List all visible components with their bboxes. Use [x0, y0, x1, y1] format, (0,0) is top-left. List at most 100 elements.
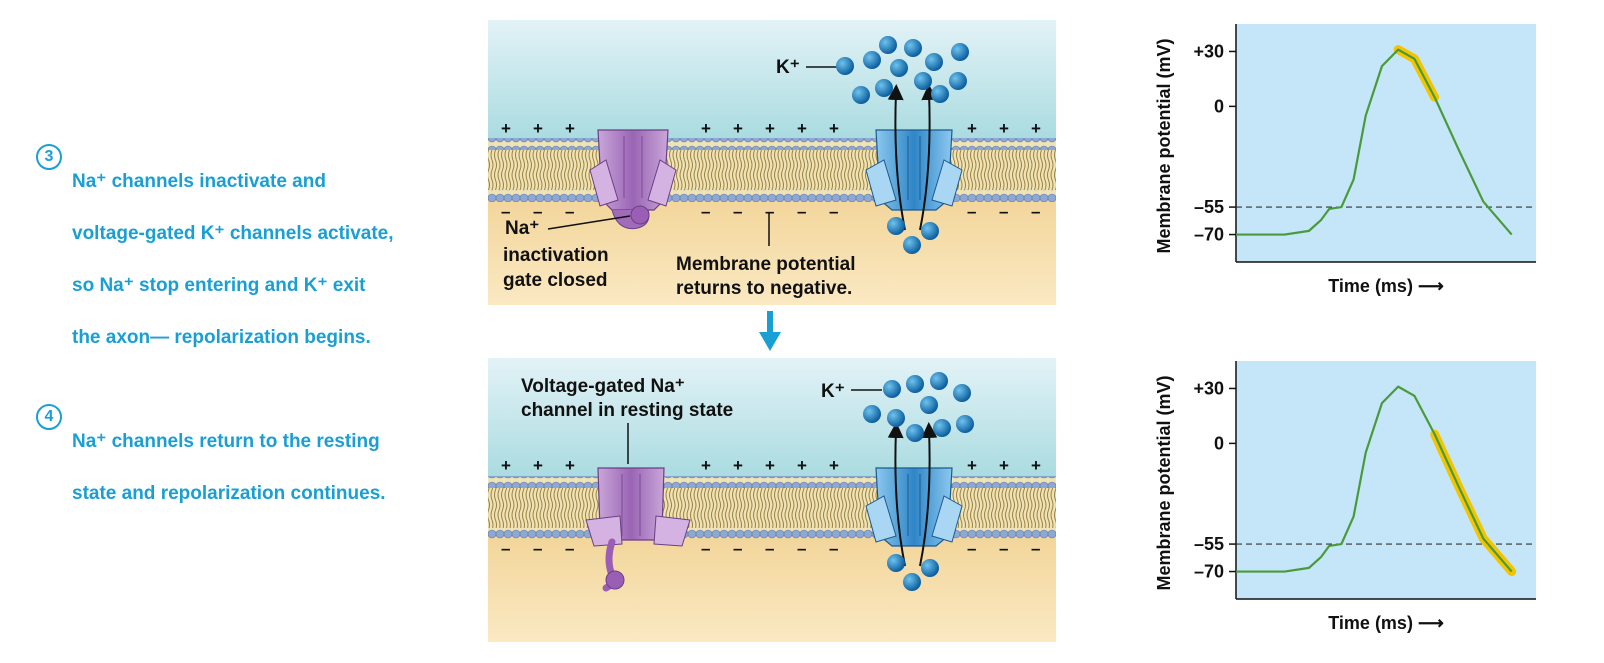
svg-text:+: +: [1031, 456, 1041, 475]
svg-text:–: –: [797, 539, 806, 558]
na-label: Na⁺: [505, 218, 539, 239]
lipid-heads-top: [488, 476, 1056, 488]
panel-3: + + + + + + + + + + + – – – – – – – – – – –: [488, 20, 1056, 305]
svg-text:–: –: [1031, 539, 1040, 558]
x-axis-label: Time (ms) ⟶: [1328, 276, 1444, 296]
step-4-text: Na⁺ channels return to the resting state…: [72, 403, 492, 533]
y-tick-label: +30: [1193, 378, 1224, 398]
transition-arrow: [759, 311, 781, 351]
svg-text:+: +: [967, 119, 977, 138]
step-4-line: Na⁺ channels return to the resting: [72, 431, 380, 452]
svg-text:–: –: [1031, 202, 1040, 221]
panel-4: +++ +++++ +++ ––– ––––– –––: [488, 358, 1056, 642]
svg-text:–: –: [501, 202, 510, 221]
svg-text:+: +: [797, 456, 807, 475]
positive-charges: +++ +++++ +++: [501, 456, 1041, 475]
step-3-line: voltage-gated K⁺ channels activate,: [72, 223, 394, 244]
membrane-label-1: Membrane potential: [676, 254, 855, 275]
step-3-text: Na⁺ channels inactivate and voltage-gate…: [72, 143, 492, 377]
svg-text:–: –: [533, 539, 542, 558]
svg-text:–: –: [967, 539, 976, 558]
svg-text:+: +: [733, 456, 743, 475]
svg-text:–: –: [701, 539, 710, 558]
svg-text:+: +: [1031, 119, 1041, 138]
action-potential-trace: [1236, 385, 1513, 573]
gate-label-2: gate closed: [503, 270, 608, 291]
step-4-line: state and repolarization continues.: [72, 483, 386, 504]
membrane-potential-graph-step-4: +30 0 –55 –70 Membrane potential (mV) Time …: [1154, 361, 1536, 633]
svg-text:+: +: [765, 456, 775, 475]
svg-text:+: +: [701, 119, 711, 138]
svg-text:–: –: [501, 539, 510, 558]
intracellular-fluid: [488, 198, 1056, 305]
svg-text:+: +: [829, 119, 839, 138]
na-label-leader: [547, 215, 631, 230]
svg-text:–: –: [565, 539, 574, 558]
gate-label-1: inactivation: [503, 245, 609, 266]
svg-text:+: +: [501, 119, 511, 138]
k-ions: [863, 372, 974, 591]
step-3-line: the axon— repolarization begins.: [72, 327, 371, 348]
svg-text:–: –: [765, 539, 774, 558]
svg-text:+: +: [565, 456, 575, 475]
x-axis-label: Time (ms) ⟶: [1328, 613, 1444, 633]
k-ions: [836, 36, 969, 254]
y-tick-label: –70: [1194, 562, 1224, 582]
graph-background: [1236, 24, 1536, 262]
y-tick-label: –70: [1194, 225, 1224, 245]
svg-text:+: +: [701, 456, 711, 475]
svg-text:–: –: [565, 202, 574, 221]
lipid-heads-top: [488, 138, 1056, 150]
svg-text:+: +: [501, 456, 511, 475]
y-tick-label: 0: [1214, 433, 1224, 453]
svg-text:+: +: [797, 119, 807, 138]
svg-text:–: –: [765, 202, 774, 221]
svg-text:+: +: [565, 119, 575, 138]
svg-text:+: +: [999, 119, 1009, 138]
lipid-tails: [488, 488, 1056, 528]
graph-background: [1236, 361, 1536, 599]
svg-text:–: –: [533, 202, 542, 221]
svg-text:–: –: [733, 539, 742, 558]
svg-text:+: +: [533, 119, 543, 138]
svg-text:–: –: [967, 202, 976, 221]
step-3-line: so Na⁺ stop entering and K⁺ exit: [72, 275, 366, 296]
svg-text:–: –: [797, 202, 806, 221]
k-channel-open: [865, 422, 963, 567]
svg-text:+: +: [733, 119, 743, 138]
svg-text:+: +: [533, 456, 543, 475]
svg-text:–: –: [733, 202, 742, 221]
negative-charges: ––– ––––– –––: [501, 539, 1040, 558]
membrane-potential-graph-step-3: +30 0 –55 –70 Membrane potential (mV) Time …: [1154, 24, 1536, 296]
y-tick-label: –55: [1194, 197, 1224, 217]
svg-text:–: –: [999, 202, 1008, 221]
positive-charges: + + + + + + + + + + +: [501, 119, 1041, 138]
y-tick-label: –55: [1194, 534, 1224, 554]
step-3-line: Na⁺ channels inactivate and: [72, 171, 326, 192]
k-label: K⁺: [821, 381, 845, 402]
lipid-heads-bottom: [488, 190, 1056, 202]
lipid-tails: [488, 150, 1056, 190]
svg-text:+: +: [967, 456, 977, 475]
channel-label-2: channel in resting state: [521, 400, 733, 421]
y-axis-label: Membrane potential (mV): [1154, 375, 1174, 590]
svg-text:+: +: [829, 456, 839, 475]
y-axis-label: Membrane potential (mV): [1154, 38, 1174, 253]
k-channel-open: [865, 84, 963, 231]
svg-text:–: –: [999, 539, 1008, 558]
y-tick-label: 0: [1214, 96, 1224, 116]
step-3-number: 3: [36, 144, 62, 170]
svg-text:–: –: [701, 202, 710, 221]
channel-label-1: Voltage-gated Na⁺: [521, 376, 685, 397]
svg-text:–: –: [829, 539, 838, 558]
k-label: K⁺: [776, 57, 800, 78]
action-potential-trace: [1236, 48, 1513, 236]
svg-text:+: +: [765, 119, 775, 138]
na-channel-inactivated: [589, 129, 677, 230]
na-channel-resting: [585, 467, 691, 592]
negative-charges: ––– ––––– –––: [501, 202, 1040, 221]
svg-text:–: –: [829, 202, 838, 221]
membrane-label-2: returns to negative.: [676, 278, 852, 299]
y-tick-label: +30: [1193, 41, 1224, 61]
